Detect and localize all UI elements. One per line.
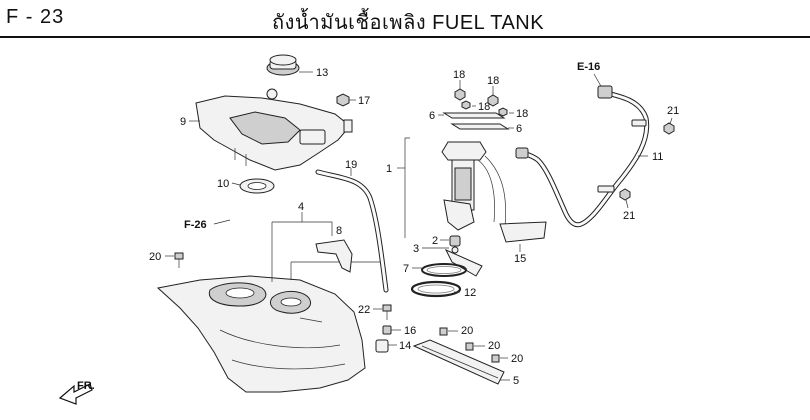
fuel-filter <box>444 248 483 277</box>
callout-16: 16 <box>404 325 416 337</box>
callout-11: 11 <box>652 151 663 163</box>
set-plate-12 <box>410 280 462 298</box>
bolt-18-d <box>498 107 508 117</box>
grommet <box>239 178 275 194</box>
bolt-18-c <box>461 100 471 110</box>
ref-fr: FR. <box>77 380 95 392</box>
ref-e16: E-16 <box>577 61 600 73</box>
collar-14 <box>375 339 389 353</box>
bolt-21-lower <box>619 188 631 201</box>
title-rule <box>0 36 810 38</box>
page-code: F - 23 <box>6 6 65 28</box>
heat-shield <box>315 239 353 273</box>
bolt-18-a <box>454 88 466 101</box>
callout-21-upper: 21 <box>667 105 679 117</box>
callout-13: 13 <box>316 67 328 79</box>
bolt-20-c <box>491 354 500 363</box>
bolt-21-upper <box>663 122 675 135</box>
callout-7: 7 <box>403 263 409 275</box>
callout-17: 17 <box>358 95 370 107</box>
callout-20-c: 20 <box>511 353 523 365</box>
callout-18-c: 18 <box>478 101 490 113</box>
callout-6-lower: 6 <box>516 123 522 135</box>
callout-14: 14 <box>399 340 411 352</box>
callout-10: 10 <box>217 178 229 190</box>
callout-1: 1 <box>386 163 392 175</box>
plate-6-upper <box>442 112 506 119</box>
fuel-pump-assembly <box>441 141 547 243</box>
callout-3: 3 <box>413 243 419 255</box>
callout-20-a: 20 <box>461 325 473 337</box>
tank-cover <box>195 88 351 171</box>
bolt-20-left <box>174 252 184 268</box>
fuel-hose <box>515 85 650 228</box>
callout-20-left: 20 <box>149 251 161 263</box>
drain-tube <box>315 169 389 293</box>
callout-19: 19 <box>345 159 357 171</box>
callout-4: 4 <box>298 201 304 213</box>
ref-f26: F-26 <box>184 219 207 231</box>
front-direction-arrow <box>58 383 93 405</box>
page-title: ถังน้ำมันเชื้อเพลิง FUEL TANK <box>272 12 545 34</box>
callout-2: 2 <box>432 235 438 247</box>
pressure-regulator <box>449 235 461 254</box>
fuel-cap <box>266 54 300 76</box>
callout-12: 12 <box>464 287 476 299</box>
bolt-16 <box>382 325 392 335</box>
o-ring-7 <box>421 263 467 277</box>
callout-18-d: 18 <box>516 108 528 120</box>
bolt-22 <box>382 304 392 320</box>
callout-9: 9 <box>180 116 186 128</box>
callout-8: 8 <box>336 225 342 237</box>
bolt-20-a <box>439 327 448 336</box>
callout-22: 22 <box>358 304 370 316</box>
bolt-20-b <box>465 342 474 351</box>
callout-18-a: 18 <box>453 69 465 81</box>
skid-plate <box>412 339 505 385</box>
callout-18-b: 18 <box>487 75 499 87</box>
callout-15: 15 <box>514 253 526 265</box>
bolt-17 <box>336 93 350 107</box>
fuel-tank-body <box>156 275 366 393</box>
callout-20-b: 20 <box>488 340 500 352</box>
callout-5: 5 <box>513 375 519 387</box>
plate-6-lower <box>450 123 510 130</box>
callout-6-upper: 6 <box>429 110 435 122</box>
callout-21-lower: 21 <box>623 210 635 222</box>
